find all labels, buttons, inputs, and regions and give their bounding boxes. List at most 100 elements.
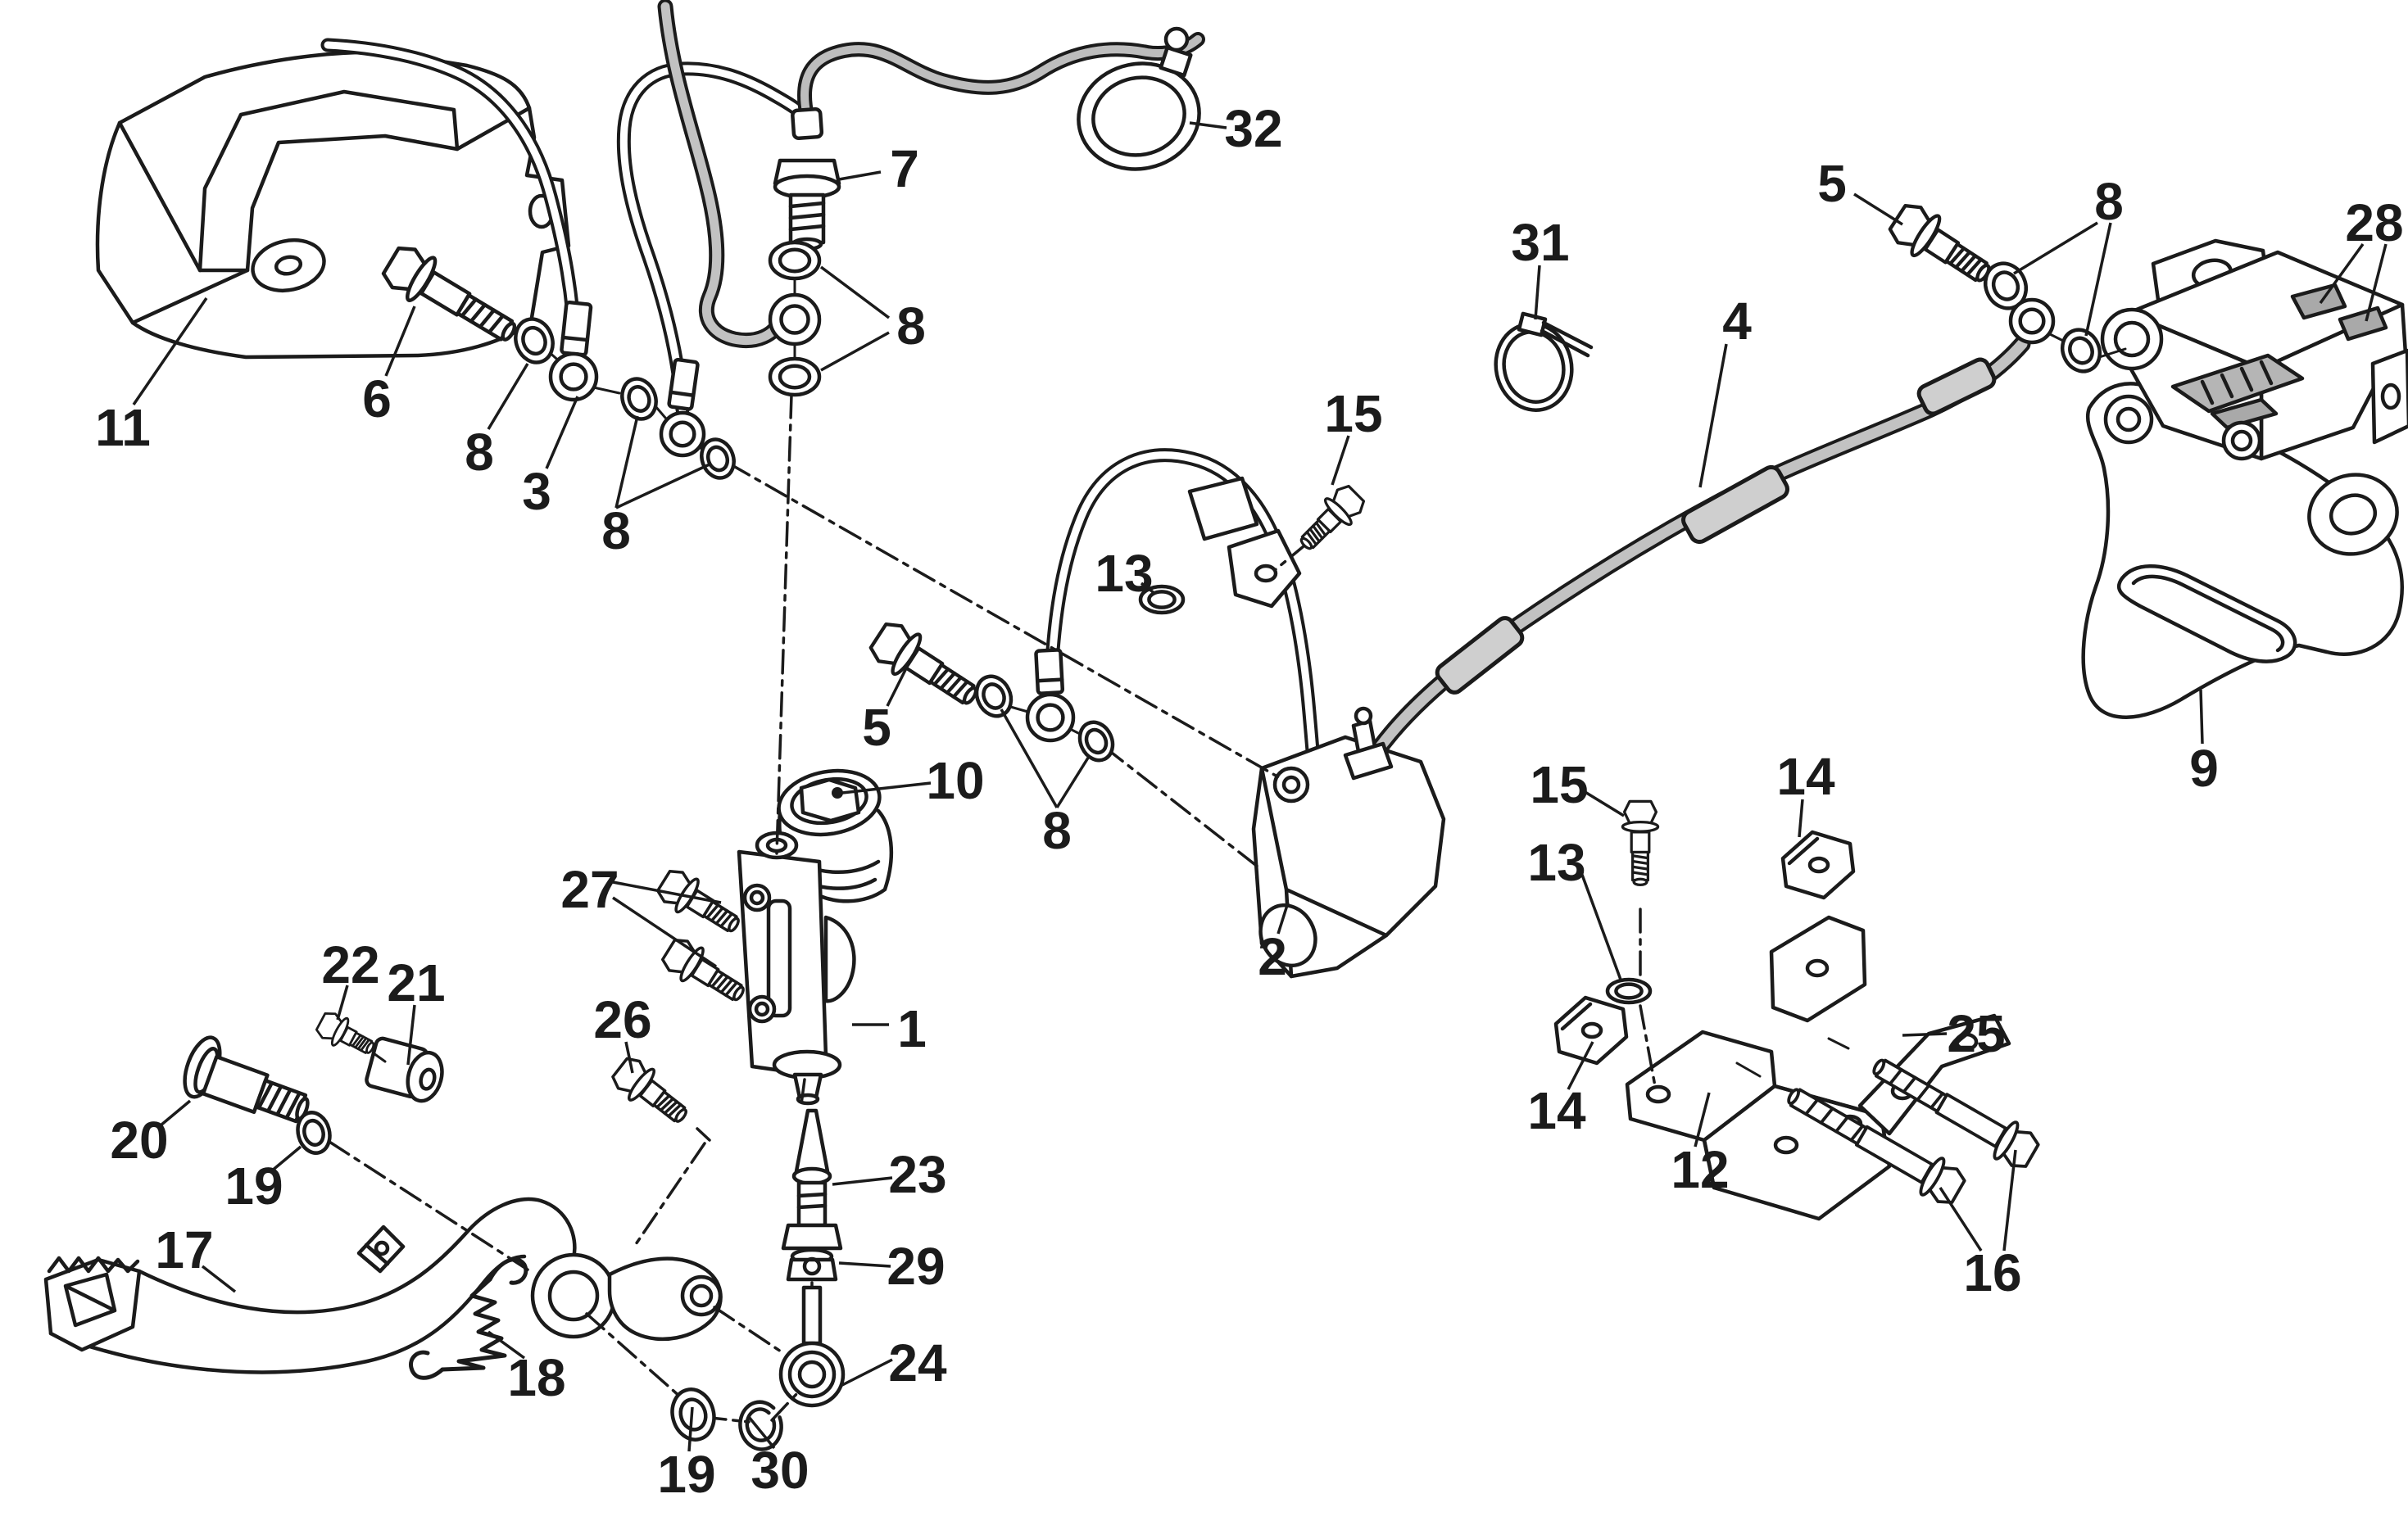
switch-cable — [797, 32, 1205, 124]
part-label-21: 21 — [387, 953, 446, 1066]
part-label-14: 14 — [1527, 1041, 1594, 1140]
part-label-8: 8 — [601, 415, 712, 560]
label-leader-line — [1798, 799, 1804, 838]
part-number: 19 — [657, 1445, 715, 1504]
brake-pad — [2338, 306, 2388, 342]
hose-ferrule — [667, 357, 700, 411]
part-23-push-rod — [781, 1108, 843, 1251]
label-leader-line — [2084, 222, 2112, 337]
part-number: 8 — [1042, 801, 1072, 860]
label-leader-line — [624, 1041, 634, 1074]
part-number: 8 — [2094, 172, 2124, 231]
part-number: 14 — [1776, 747, 1835, 806]
part-label-8: 8 — [465, 363, 529, 482]
part-3-banjo — [548, 351, 599, 402]
label-leader-line — [747, 1415, 776, 1450]
label-leader-line — [841, 781, 932, 794]
part-16-bolt — [1872, 1058, 2040, 1168]
part-number: 28 — [2345, 193, 2403, 252]
label-leader-line — [1277, 902, 1290, 935]
label-leader-line — [687, 1406, 694, 1452]
part-number: 19 — [224, 1157, 283, 1215]
part-label-2: 2 — [1258, 902, 1290, 986]
part-number: 2 — [1258, 927, 1287, 986]
part-number: 15 — [1530, 755, 1588, 814]
part-label-15: 15 — [1530, 755, 1625, 817]
part-number: 6 — [362, 369, 392, 428]
part-24-clevis — [778, 1285, 846, 1408]
part-number: 8 — [896, 297, 926, 355]
part-10-reservoir-cap — [790, 776, 868, 826]
part-label-18: 18 — [487, 1330, 566, 1407]
part-number: 5 — [1817, 154, 1847, 213]
hose-banjo — [1025, 692, 1076, 743]
part-8-washer — [2060, 328, 2102, 373]
label-leader-line — [614, 415, 639, 509]
part-label-15: 15 — [1324, 384, 1383, 486]
part-label-8: 8 — [2013, 172, 2124, 337]
hose-guide-block — [1187, 476, 1259, 541]
part-4-banjo — [2008, 297, 2056, 345]
part-15-bolt — [1299, 484, 1366, 550]
label-leader-line — [1331, 435, 1350, 486]
part-number: 10 — [926, 751, 984, 810]
part-label-10: 10 — [832, 751, 985, 810]
part-2-junction — [1251, 706, 1446, 979]
label-leader-line — [1583, 790, 1625, 817]
label-leader-line — [384, 306, 416, 377]
part-number: 5 — [862, 698, 891, 757]
part-label-9: 9 — [2189, 689, 2219, 798]
label-leader-line — [2002, 1149, 2017, 1252]
part-27-bolt — [660, 938, 745, 1002]
part-number: 8 — [601, 501, 631, 560]
part-label-28: 28 — [2319, 193, 2404, 322]
label-leader-line — [2319, 242, 2365, 305]
part-26-bolt — [611, 1057, 687, 1123]
label-leader-line — [1534, 265, 1541, 320]
part-label-5: 5 — [862, 668, 908, 757]
part-label-13: 13 — [1095, 544, 1157, 603]
label-leader-line — [201, 1265, 237, 1293]
part-number: 16 — [1963, 1243, 2021, 1302]
part-3-banjo — [659, 410, 706, 458]
part-label-12: 12 — [1671, 1092, 1730, 1199]
brake-hose-4 — [1331, 335, 2031, 844]
part-number: 4 — [1722, 292, 1752, 351]
part-label-23: 23 — [832, 1145, 947, 1204]
label-leader-line — [336, 985, 349, 1021]
part-label-19: 19 — [657, 1406, 716, 1504]
label-leader-line — [2013, 221, 2098, 275]
part-8-washer — [620, 377, 658, 421]
part-17-brake-pedal — [43, 1197, 723, 1374]
part-label-3: 3 — [522, 396, 579, 521]
label-leader-line — [545, 396, 579, 469]
label-leader-line — [270, 1145, 302, 1173]
label-leader-dot — [832, 787, 843, 799]
part-label-16: 16 — [1939, 1149, 2022, 1302]
brake-pad — [2290, 283, 2347, 320]
label-leader-line — [1694, 1092, 1711, 1148]
part-number: 3 — [522, 462, 551, 521]
part-label-1: 1 — [852, 999, 927, 1058]
label-leader-line — [886, 668, 908, 707]
label-leader-line — [2199, 689, 2204, 745]
part-label-8: 8 — [1000, 708, 1091, 860]
part-label-26: 26 — [593, 990, 652, 1074]
caliper-lug — [2370, 348, 2408, 445]
label-leader-line — [1698, 343, 1728, 488]
part-number: 9 — [2189, 739, 2219, 798]
label-leader-line — [1055, 754, 1091, 808]
part-8-washer — [974, 674, 1014, 718]
label-leader-line — [1000, 708, 1059, 808]
part-number: 26 — [593, 990, 651, 1049]
part-number: 1 — [897, 999, 927, 1058]
part-label-4: 4 — [1698, 292, 1752, 488]
part-number: 32 — [1224, 99, 1282, 158]
part-8-washer — [700, 437, 736, 480]
part-label-31: 31 — [1511, 213, 1570, 320]
part-8-washer — [514, 317, 555, 364]
part-number: 23 — [888, 1145, 946, 1204]
hose-elbow-gray — [657, 0, 788, 348]
part-number: 25 — [1947, 1004, 2005, 1063]
